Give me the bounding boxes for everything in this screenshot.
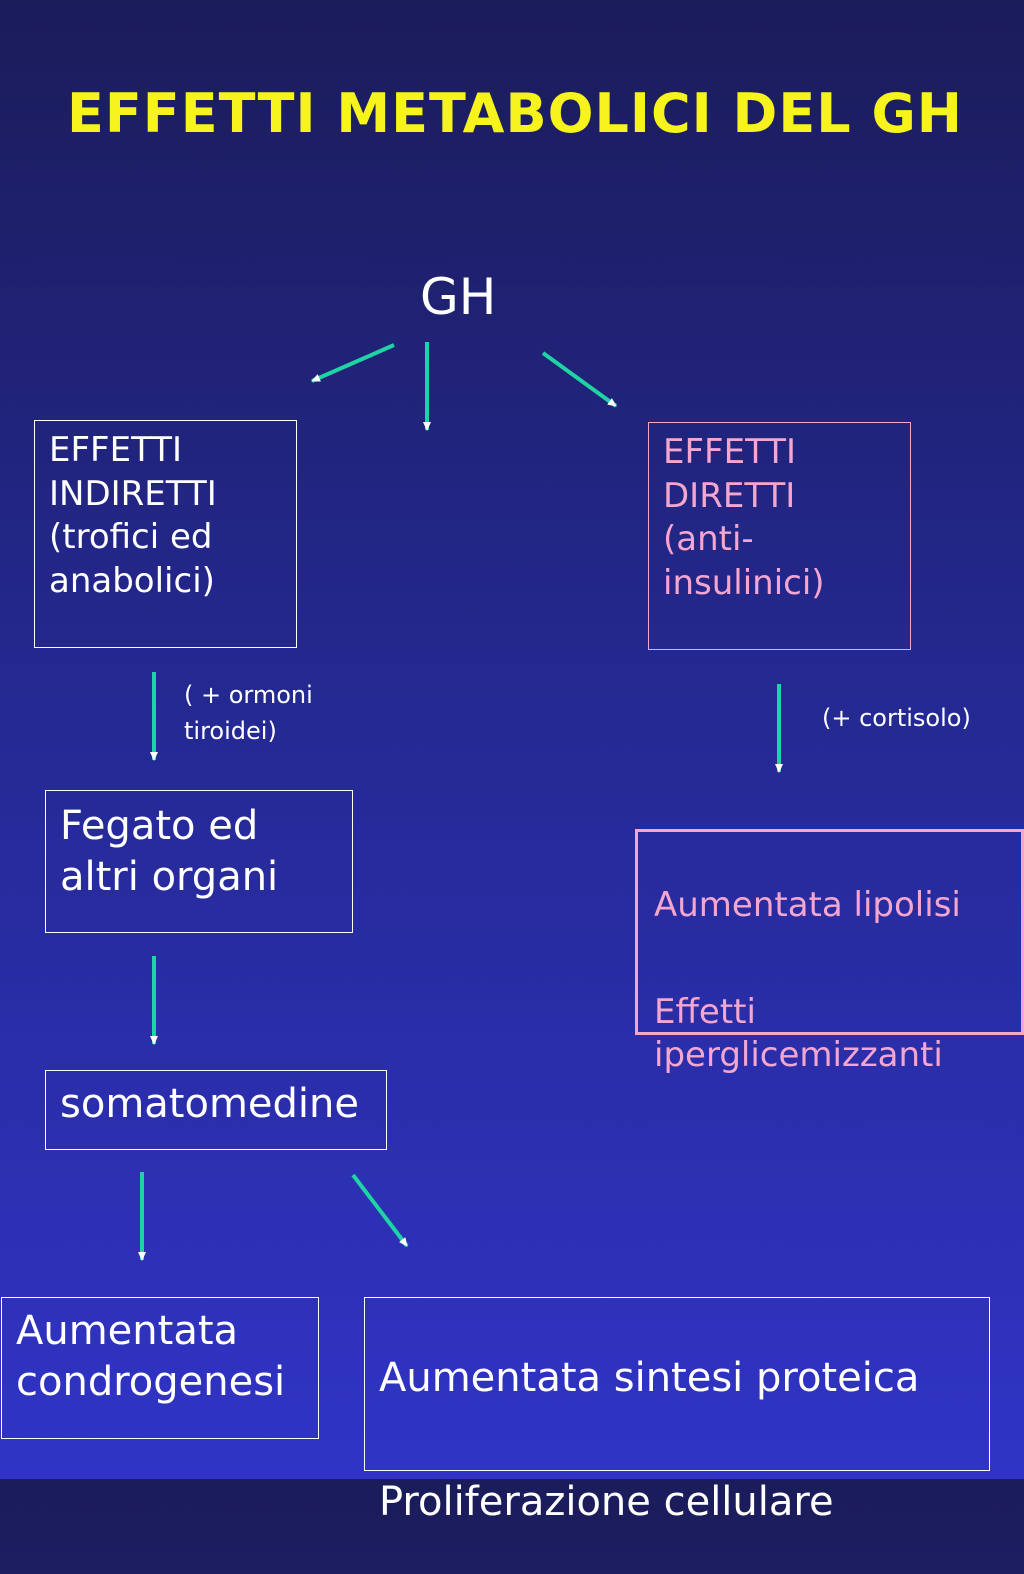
arrow-gh-to-direct	[541, 351, 618, 408]
arrow-gh-to-indirect	[311, 343, 395, 383]
indirect-effects-box: EFFETTI INDIRETTI (trofici ed anabolici)	[34, 420, 297, 648]
liver-box: Fegato ed altri organi	[45, 790, 353, 933]
arrow-somatomedine-to-protein	[351, 1173, 409, 1248]
lipolysis-text: Aumentata lipolisi	[654, 884, 961, 925]
cell-proliferation-text: Proliferazione cellulare	[379, 1479, 834, 1525]
somatomedine-box: somatomedine	[45, 1070, 387, 1150]
protein-synthesis-text: Aumentata sintesi proteica	[379, 1355, 920, 1401]
protein-synthesis-box: Aumentata sintesi proteica Proliferazion…	[364, 1297, 990, 1525]
connector-arrows	[138, 342, 783, 1261]
page-title: EFFETTI METABOLICI DEL GH	[67, 82, 963, 145]
chondrogenesis-box: Aumentata condrogenesi	[1, 1297, 319, 1439]
root-node-gh: GH	[420, 268, 497, 326]
lipolysis-box: Aumentata lipolisi Effetti iperglicemizz…	[635, 829, 1024, 1075]
cortisol-note: (+ cortisolo)	[822, 704, 971, 732]
hyperglycemic-effects-text: Effetti iperglicemizzanti	[654, 991, 943, 1076]
thyroid-hormones-note: ( + ormoni tiroidei)	[184, 681, 313, 745]
direct-effects-box: EFFETTI DIRETTI (anti- insulinici)	[648, 422, 911, 650]
